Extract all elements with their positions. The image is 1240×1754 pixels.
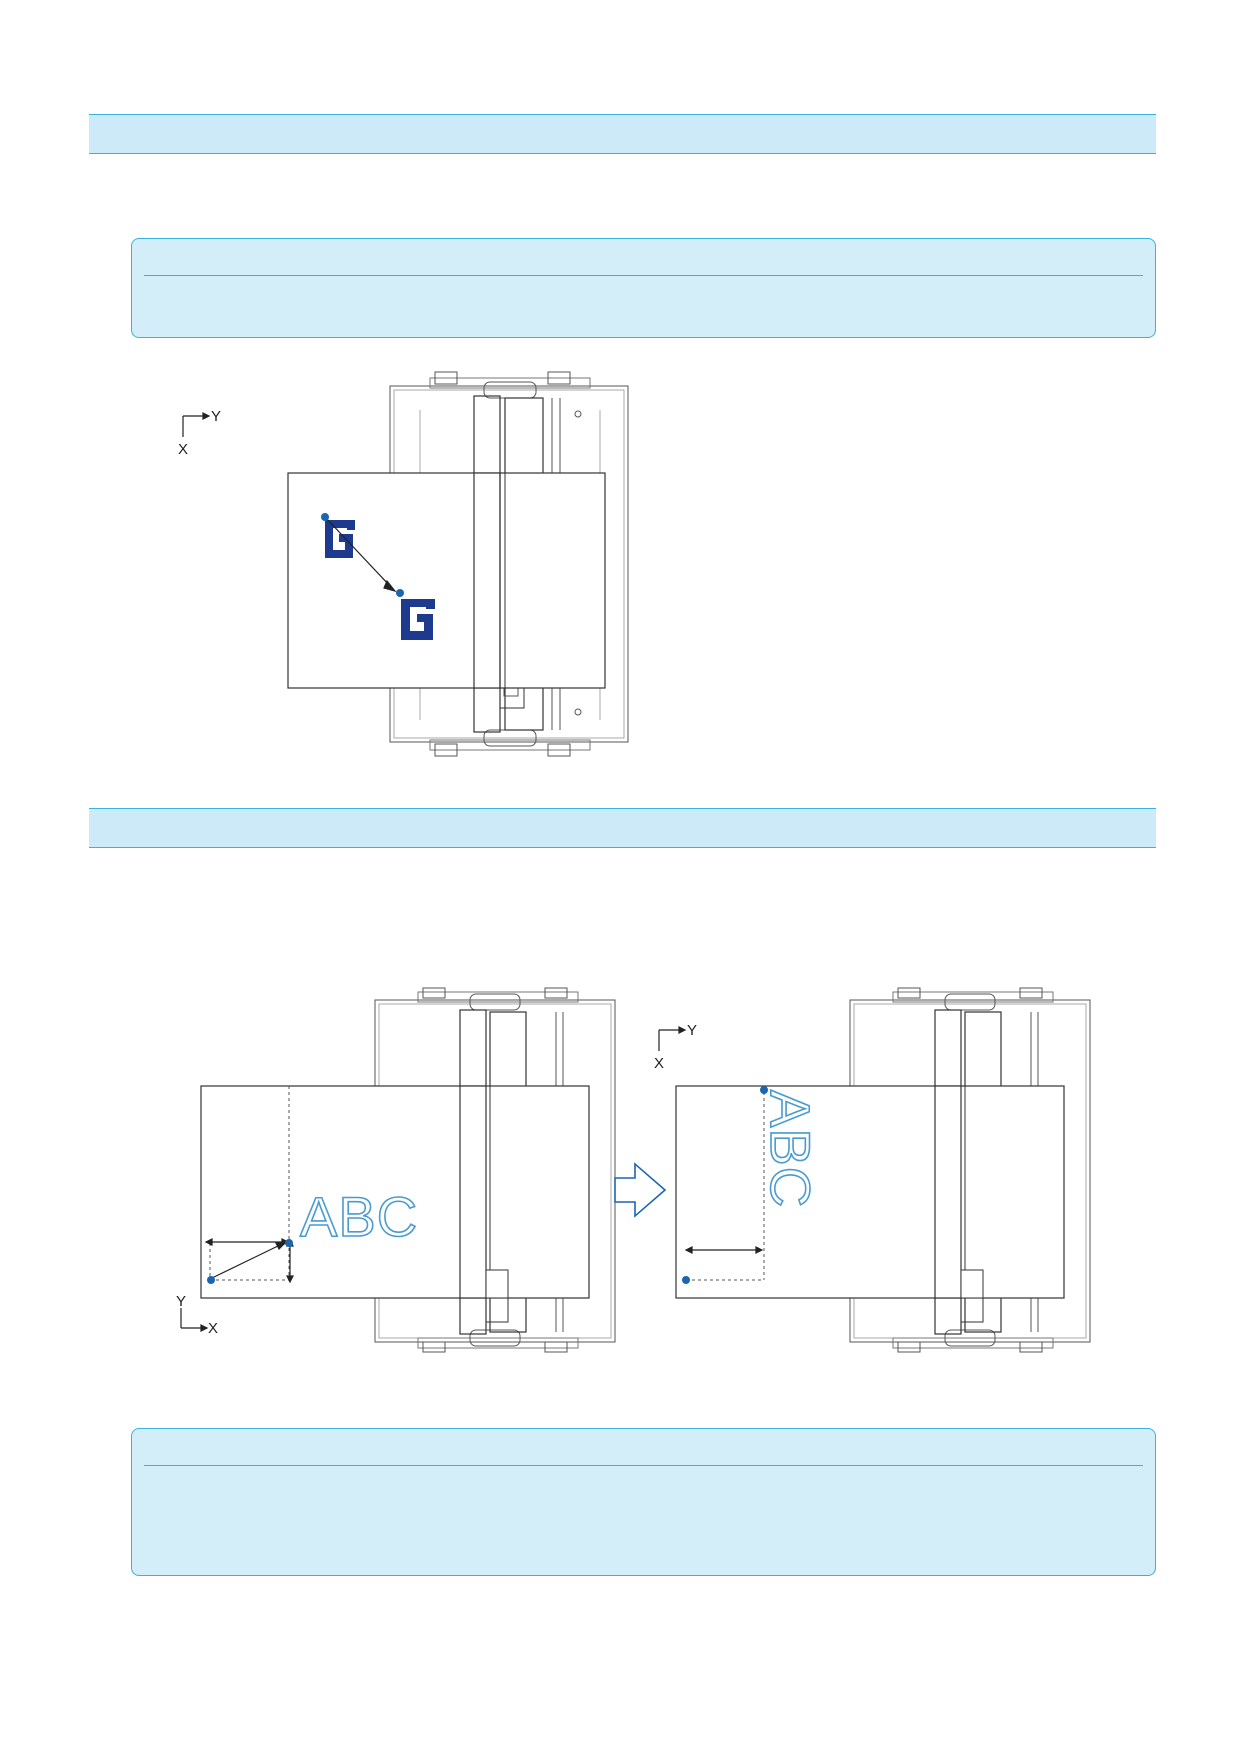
origin-point-3 <box>207 1276 215 1284</box>
axis-label-x-3: X <box>654 1055 664 1072</box>
section-heading-bar-1 <box>89 114 1156 154</box>
g-logo-icon <box>325 520 355 558</box>
origin-point-6 <box>760 1086 768 1094</box>
axis-indicator-2 <box>180 1308 209 1332</box>
origin-point-1 <box>321 513 329 521</box>
note-box-1 <box>131 238 1156 338</box>
media-sheet-2 <box>200 1085 590 1299</box>
axis-indicator-3 <box>658 1026 687 1051</box>
section-heading-bar-2 <box>89 808 1156 848</box>
axis-label-y-1: Y <box>211 408 221 425</box>
offset-arrows-left <box>204 1238 294 1284</box>
origin-point-5 <box>682 1276 690 1284</box>
media-sheet-3 <box>675 1085 1065 1299</box>
axis-label-y-2: Y <box>176 1293 186 1310</box>
sample-text-left: ABC <box>300 1185 418 1248</box>
origin-point-4 <box>285 1239 293 1247</box>
axis-indicator-1 <box>182 412 211 437</box>
origin-point-2 <box>396 589 404 597</box>
offset-arrow-1 <box>325 517 397 593</box>
axis-label-x-2: X <box>208 1320 218 1337</box>
offset-arrow-right <box>684 1246 764 1254</box>
arrow-right-icon <box>614 1162 667 1218</box>
figure-2-rotation-diagram: ABC Y X ABC <box>176 987 1091 1353</box>
figure-1-plotter-diagram: Y X <box>178 371 629 757</box>
g-logo-icon <box>401 599 435 640</box>
note-divider-1 <box>144 275 1143 276</box>
axis-label-x-1: X <box>178 441 188 458</box>
note-divider-2 <box>144 1465 1143 1466</box>
axis-label-y-3: Y <box>687 1022 697 1039</box>
note-box-2 <box>131 1428 1156 1576</box>
sample-text-right: ABC <box>759 1090 822 1208</box>
media-sheet-1 <box>287 472 606 689</box>
